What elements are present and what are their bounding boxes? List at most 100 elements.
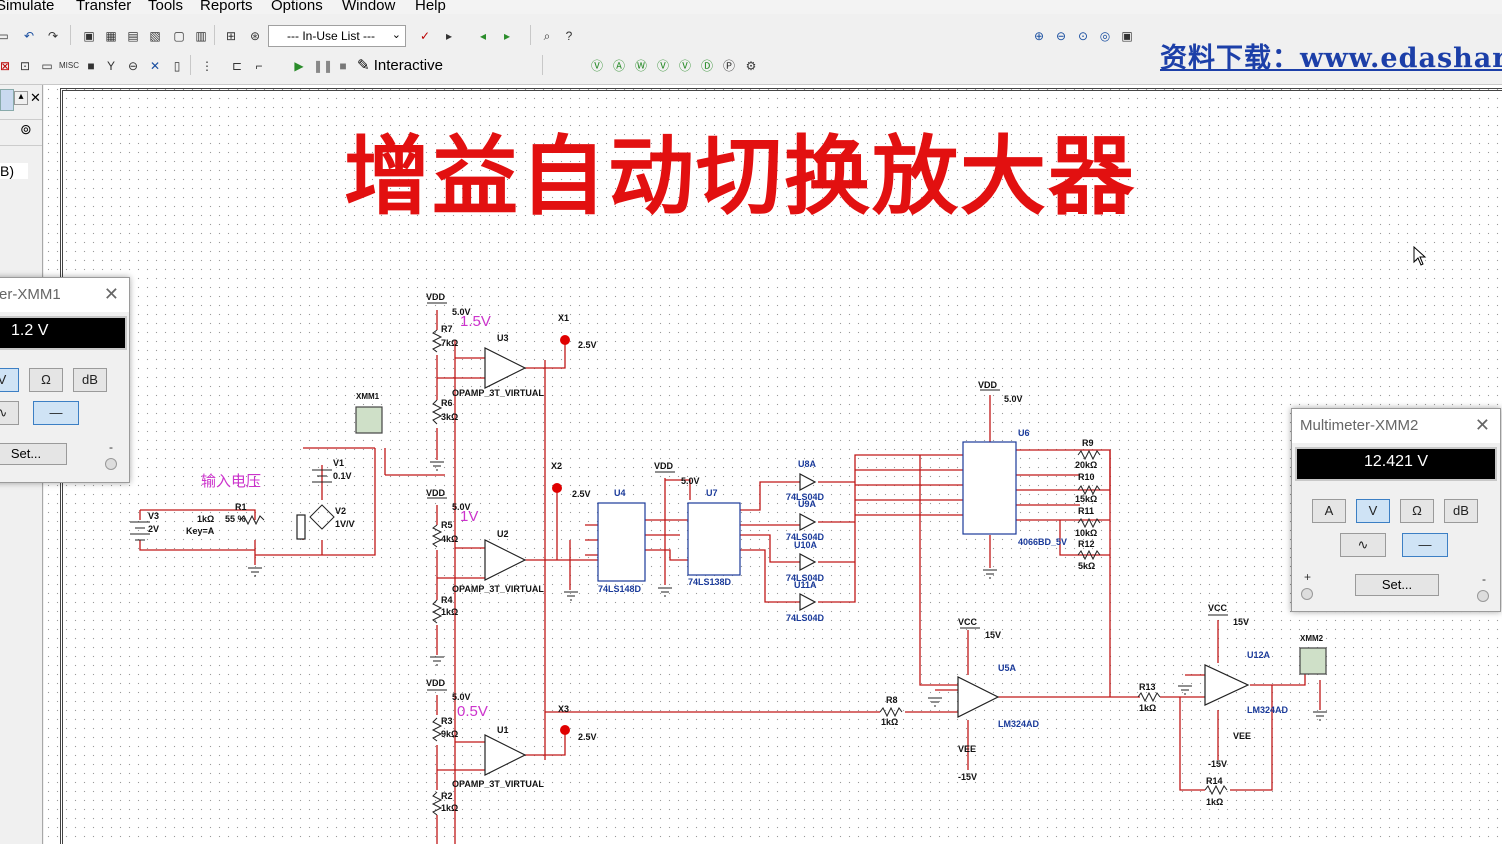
multimeter-xmm1-window[interactable]: er-XMM1 ✕ 1.2 V V Ω dB ∿ — Set... -: [0, 277, 130, 483]
breadboard-icon[interactable]: ⊛: [249, 29, 261, 43]
hierarchy-icon[interactable]: ⊏: [231, 59, 243, 73]
fullscreen-icon[interactable]: ▣: [1121, 29, 1133, 43]
mm2-minus-terminal[interactable]: [1477, 590, 1489, 602]
multimeter-xmm2-window[interactable]: Multimeter-XMM2 ✕ 12.421 V A V Ω dB ∿ — …: [1291, 408, 1501, 612]
mm2-ac-button[interactable]: ∿: [1340, 533, 1386, 557]
r12-label: R12: [1078, 539, 1095, 549]
interactive-mode[interactable]: ✎ Interactive: [357, 57, 443, 74]
mm1-titlebar[interactable]: er-XMM1 ✕: [0, 278, 129, 312]
vdd-label-3: VDD: [426, 678, 446, 688]
basic-icon[interactable]: ⊡: [19, 59, 31, 73]
mm1-db-button[interactable]: dB: [73, 368, 107, 392]
annotate-icon[interactable]: ▸: [445, 29, 453, 43]
menu-help[interactable]: Help: [415, 0, 446, 14]
panel-tab[interactable]: [0, 89, 14, 111]
stop-icon[interactable]: ■: [339, 59, 347, 73]
help-icon[interactable]: ?: [565, 29, 573, 43]
database-icon[interactable]: ▤: [127, 29, 139, 43]
v3-label: V3: [148, 511, 159, 521]
diode-icon[interactable]: ▭: [41, 59, 53, 73]
electromech-icon[interactable]: ⊖: [127, 59, 139, 73]
opamp-part-u3: OPAMP_3T_VIRTUAL: [452, 388, 544, 398]
back-annotate-icon[interactable]: ◂: [479, 29, 487, 43]
mm2-titlebar[interactable]: Multimeter-XMM2 ✕: [1292, 409, 1500, 443]
opamp-part-u1: OPAMP_3T_VIRTUAL: [452, 779, 544, 789]
tree-item-label[interactable]: B): [0, 163, 28, 179]
zoom-in-icon[interactable]: ⊕: [1033, 29, 1045, 43]
print-icon[interactable]: ▭: [0, 29, 9, 43]
mm2-dc-button[interactable]: —: [1402, 533, 1448, 557]
mm2-volt-button[interactable]: V: [1356, 499, 1390, 523]
postprocessor-icon[interactable]: ▢: [173, 29, 185, 43]
rf-icon[interactable]: ✕: [149, 59, 161, 73]
mm1-dc-button[interactable]: —: [33, 401, 79, 425]
mm2-plus-terminal[interactable]: [1301, 588, 1313, 600]
r10-label: R10: [1078, 472, 1095, 482]
probe-current-icon[interactable]: Ⓐ: [612, 59, 625, 73]
menu-window[interactable]: Window: [342, 0, 396, 14]
component-wizard-icon[interactable]: ⊞: [225, 29, 237, 43]
mm1-volt-button[interactable]: V: [0, 368, 19, 392]
probe-clear-icon[interactable]: Ⓟ: [722, 59, 735, 73]
run-icon[interactable]: ▶: [294, 59, 304, 73]
mm2-set-button[interactable]: Set...: [1355, 574, 1439, 596]
zoom-area-icon[interactable]: ⊙: [1077, 29, 1089, 43]
redo-icon[interactable]: ↷: [47, 29, 59, 43]
undo-icon[interactable]: ↶: [23, 29, 35, 43]
zoom-out-icon[interactable]: ⊖: [1055, 29, 1067, 43]
v2-value: 1V/V: [335, 519, 355, 529]
mm2-amp-button[interactable]: A: [1312, 499, 1346, 523]
schematic-canvas[interactable]: [44, 85, 1502, 844]
forward-annotate-icon[interactable]: ▸: [503, 29, 511, 43]
close-icon[interactable]: ✕: [30, 90, 41, 105]
antenna-icon[interactable]: Y: [106, 59, 115, 73]
r7-value: 7kΩ: [441, 338, 458, 348]
menu-options[interactable]: Options: [271, 0, 323, 14]
misc-icon[interactable]: MISC: [59, 61, 79, 70]
pin-icon[interactable]: ▴: [14, 91, 28, 105]
v1-label: V1: [333, 458, 344, 468]
u12a-part: LM324AD: [1247, 705, 1289, 715]
u4-part: 74LS148D: [598, 584, 642, 594]
mm1-ohm-button[interactable]: Ω: [29, 368, 63, 392]
close-icon[interactable]: ✕: [1474, 415, 1490, 435]
menu-tools[interactable]: Tools: [148, 0, 184, 14]
probe-ref-icon[interactable]: Ⓥ: [678, 59, 691, 73]
source-icon[interactable]: ⊠: [0, 59, 11, 73]
erc-icon[interactable]: ✓: [419, 29, 431, 43]
probe-diff-icon[interactable]: Ⓥ: [656, 59, 669, 73]
probes: [552, 335, 570, 735]
zoom-sheet-icon[interactable]: ◎: [1099, 29, 1111, 43]
bus-icon[interactable]: ⌐: [255, 59, 263, 73]
transistor-icon[interactable]: ■: [87, 59, 95, 73]
mm2-ohm-button[interactable]: Ω: [1400, 499, 1434, 523]
menu-simulate[interactable]: Simulate: [0, 0, 55, 14]
v3-value: 2V: [148, 524, 159, 534]
probe-voltage-icon[interactable]: Ⓥ: [590, 59, 603, 73]
grapher-icon[interactable]: ▧: [149, 29, 161, 43]
r2-value: 1kΩ: [441, 803, 458, 813]
probe-digital-icon[interactable]: Ⓓ: [700, 59, 713, 73]
probe-x2: [552, 483, 562, 493]
menu-transfer[interactable]: Transfer: [76, 0, 132, 14]
settings-gear-icon[interactable]: ⚙: [745, 59, 757, 73]
design-toolbox-icon[interactable]: ▣: [83, 29, 95, 43]
menu-reports[interactable]: Reports: [200, 0, 253, 14]
project-icon[interactable]: ⊚: [20, 121, 32, 137]
close-icon[interactable]: ✕: [103, 284, 119, 304]
mm1-minus-terminal[interactable]: [105, 458, 117, 470]
mm1-ac-button[interactable]: ∿: [0, 401, 19, 425]
r1-value: 1kΩ: [197, 514, 214, 524]
v5-label-2: 5.0V: [452, 502, 471, 512]
in-use-list-dropdown[interactable]: --- In-Use List --- ⌄: [268, 25, 406, 47]
ladder-icon[interactable]: ⋮: [201, 59, 213, 73]
spreadsheet-icon[interactable]: ▦: [105, 29, 117, 43]
description-icon[interactable]: ▥: [195, 29, 207, 43]
indicator-icon[interactable]: ▯: [173, 59, 181, 73]
probe-power-icon[interactable]: Ⓦ: [634, 59, 647, 73]
pause-icon[interactable]: ❚❚: [313, 59, 334, 73]
find-icon[interactable]: ⌕: [543, 29, 551, 43]
mm1-set-button[interactable]: Set...: [0, 443, 67, 465]
mm2-db-button[interactable]: dB: [1444, 499, 1478, 523]
input-voltage-label: 输入电压: [201, 473, 261, 490]
